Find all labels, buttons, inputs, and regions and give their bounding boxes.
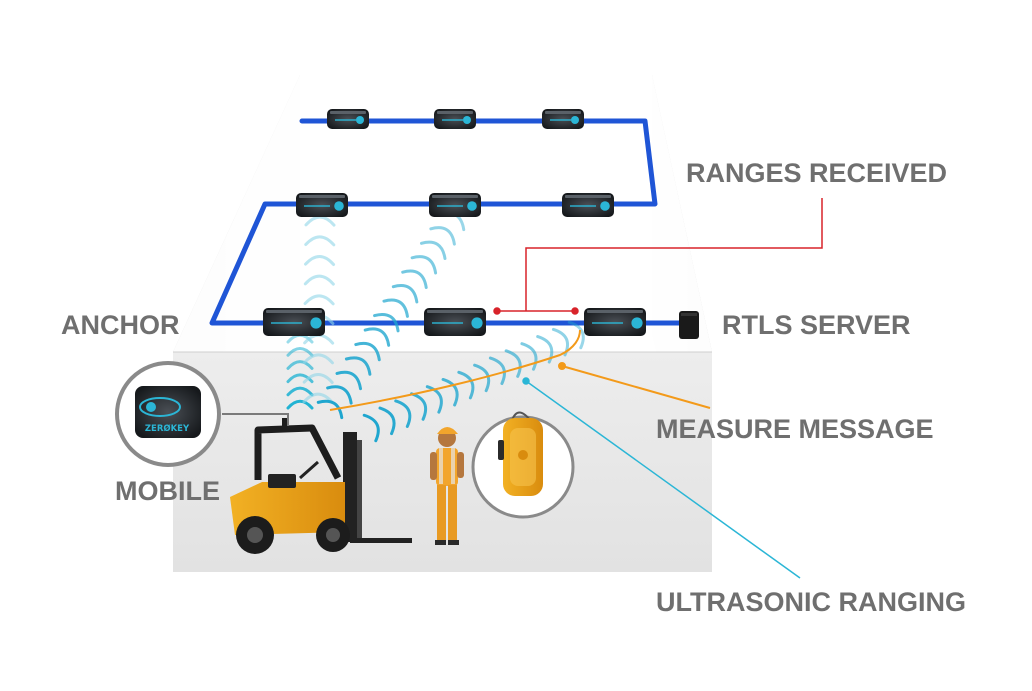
- ultrasonic-arc: [363, 327, 391, 347]
- mobile-tag-callout: [471, 411, 575, 519]
- measure-message-path: [329, 329, 711, 411]
- ultrasonic-arc: [302, 353, 334, 365]
- anchor-device-icon: [263, 308, 325, 336]
- ultrasonic-arc: [316, 399, 344, 420]
- label-rtls-server: RTLS SERVER: [722, 310, 911, 340]
- ultrasonic-arc: [304, 235, 336, 247]
- anchor-device-icon: [296, 193, 348, 217]
- ultrasonic-ranging-connector: [522, 377, 801, 579]
- device-logo-text: ZERØKEY: [145, 423, 190, 434]
- ultrasonic-arc: [286, 360, 314, 370]
- ultrasonic-arc: [286, 346, 314, 357]
- ultrasonic-arc: [520, 342, 538, 371]
- ultrasonic-arc: [362, 413, 380, 443]
- ultrasonic-arc: [286, 399, 314, 410]
- ultrasonic-arc: [286, 386, 314, 397]
- ultrasonic-arc: [303, 274, 335, 286]
- ultrasonic-arc: [425, 385, 443, 414]
- forklift-icon: [230, 418, 412, 554]
- ultrasonic-arc: [504, 349, 522, 378]
- ultrasonic-arc: [410, 255, 438, 275]
- ultrasonic-arc: [286, 373, 314, 384]
- ultrasonic-arc: [488, 356, 506, 386]
- anchor-device-icon: [562, 193, 614, 217]
- anchor-device-icon: [542, 109, 584, 129]
- anchors: [263, 109, 646, 336]
- ultrasonic-arc: [401, 269, 428, 289]
- ultrasonic-arc: [473, 363, 491, 393]
- ultrasonic-arc: [304, 255, 336, 266]
- ultrasonic-arc: [429, 226, 456, 246]
- ultrasonic-arc: [302, 392, 334, 404]
- mobile-callout: ZERØKEY: [115, 361, 221, 467]
- ultrasonic-arc: [391, 284, 419, 304]
- label-measure-message: MEASURE MESSAGE: [656, 414, 934, 444]
- ultrasonic-arc: [394, 399, 412, 428]
- anchor-device-icon: [434, 109, 476, 129]
- ranges-received-connector: [493, 198, 823, 315]
- ultrasonic-arc: [326, 385, 353, 405]
- ultrasonic-arc: [441, 377, 459, 407]
- rtls-server-icon: [679, 311, 699, 339]
- ultrasonic-arc: [567, 320, 585, 350]
- anchor-device-icon: [584, 308, 646, 336]
- mobile-callout-connector: [222, 413, 289, 426]
- anchor-device-icon: [429, 193, 481, 217]
- label-mobile: MOBILE: [115, 476, 220, 506]
- ultrasonic-arc: [304, 215, 336, 227]
- ultrasonic-arc: [303, 294, 335, 306]
- ultrasonic-arc: [373, 312, 400, 333]
- label-ranges-received: RANGES RECEIVED: [686, 158, 947, 188]
- anchor-device-icon: [424, 308, 486, 336]
- ultrasonic-arc: [302, 373, 334, 384]
- ultrasonic-arc: [378, 406, 396, 436]
- ultrasonic-arc: [382, 298, 409, 318]
- label-ultrasonic-ranging: ULTRASONIC RANGING: [656, 587, 966, 617]
- ultrasonic-arc: [335, 370, 363, 391]
- ultrasonic-arc: [354, 341, 381, 362]
- ultrasonic-arc: [419, 240, 447, 261]
- label-anchor: ANCHOR: [61, 310, 180, 340]
- ultrasonic-arc: [344, 356, 372, 376]
- ultrasonic-arc: [457, 370, 475, 400]
- worker-icon: [430, 427, 464, 545]
- anchor-device-icon: [327, 109, 369, 129]
